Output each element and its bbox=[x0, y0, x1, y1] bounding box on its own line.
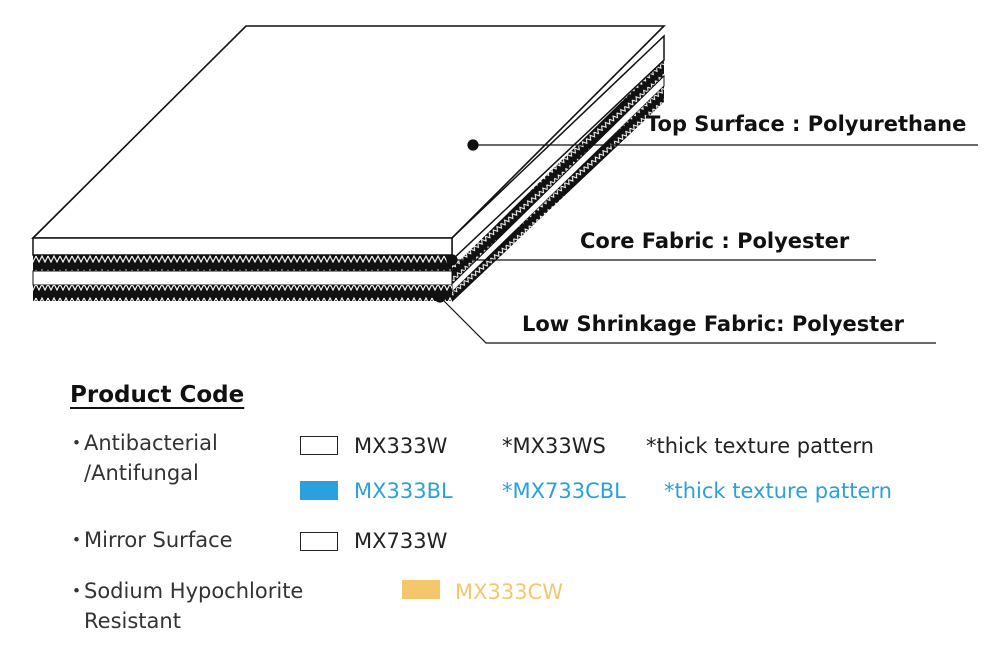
category-antibacterial: ・Antibacterial /Antifungal bbox=[66, 428, 218, 488]
category-sodium-hypochlorite: ・Sodium Hypochlorite Resistant bbox=[66, 576, 303, 636]
material-layer-diagram bbox=[31, 25, 978, 344]
label-low-shrinkage-fabric: Low Shrinkage Fabric: Polyester bbox=[522, 312, 904, 336]
bullet: ・ bbox=[66, 431, 87, 455]
category-mirror-surface: ・Mirror Surface bbox=[66, 525, 233, 555]
product-code-title: Product Code bbox=[70, 382, 245, 408]
category-label-line1: Sodium Hypochlorite bbox=[84, 579, 304, 603]
category-label-line1: Mirror Surface bbox=[84, 528, 233, 552]
swatch-blue bbox=[300, 481, 338, 500]
bullet: ・ bbox=[66, 579, 87, 603]
leader-lines bbox=[434, 139, 978, 344]
code-mx733w: MX733W bbox=[354, 529, 448, 553]
code-mx333cw: MX333CW bbox=[455, 580, 564, 604]
code-variant-mx33ws: *MX33WS bbox=[502, 434, 606, 458]
code-mx333w: MX333W bbox=[354, 434, 448, 458]
category-label-line2: /Antifungal bbox=[84, 461, 199, 485]
swatch-white bbox=[300, 436, 338, 455]
front-layer-stack bbox=[32, 237, 453, 301]
category-label-line2: Resistant bbox=[84, 609, 181, 633]
swatch-white bbox=[300, 532, 338, 551]
code-note: *thick texture pattern bbox=[664, 479, 892, 503]
side-layer-stripes bbox=[451, 60, 665, 302]
label-top-surface: Top Surface : Polyurethane bbox=[646, 112, 967, 136]
code-note: *thick texture pattern bbox=[646, 434, 874, 458]
code-mx333bl: MX333BL bbox=[354, 479, 453, 503]
bullet: ・ bbox=[66, 528, 87, 552]
code-variant-mx733cbl: *MX733CBL bbox=[502, 479, 626, 503]
swatch-yellow bbox=[402, 580, 440, 599]
label-core-fabric: Core Fabric : Polyester bbox=[580, 229, 850, 253]
category-label-line1: Antibacterial bbox=[84, 431, 218, 455]
